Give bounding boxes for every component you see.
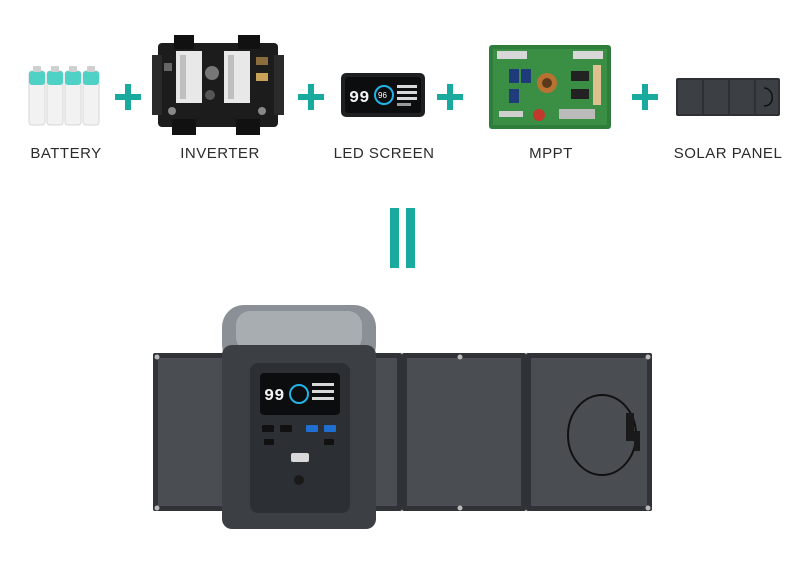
equals-bar-left bbox=[390, 208, 399, 268]
battery-cells-icon bbox=[28, 66, 100, 126]
equals-bar-right bbox=[406, 208, 415, 268]
mppt-label: MPPT bbox=[529, 145, 573, 162]
battery-label: BATTERY bbox=[30, 145, 102, 162]
power-station: 99 bbox=[222, 305, 376, 529]
plus-icon bbox=[298, 84, 324, 110]
inverter-board-icon bbox=[152, 35, 284, 135]
solar-panel-label: SOLAR PANEL bbox=[673, 145, 783, 162]
station-screen-value: 99 bbox=[264, 387, 284, 406]
plus-icon bbox=[115, 84, 141, 110]
inverter-label: INVERTER bbox=[180, 145, 260, 162]
led-screen-label: LED SCREEN bbox=[333, 145, 435, 162]
screen-readout-ring: 96 bbox=[378, 91, 387, 100]
plus-icon bbox=[437, 84, 463, 110]
screen-readout-value: 99 bbox=[349, 89, 369, 108]
mppt-circuit-board-icon bbox=[489, 45, 611, 129]
led-screen-icon: 99 96 bbox=[341, 73, 425, 117]
power-station-with-solar-panel-image: 99 bbox=[153, 305, 652, 529]
folded-solar-panel-icon bbox=[676, 78, 780, 116]
plus-icon bbox=[632, 84, 658, 110]
